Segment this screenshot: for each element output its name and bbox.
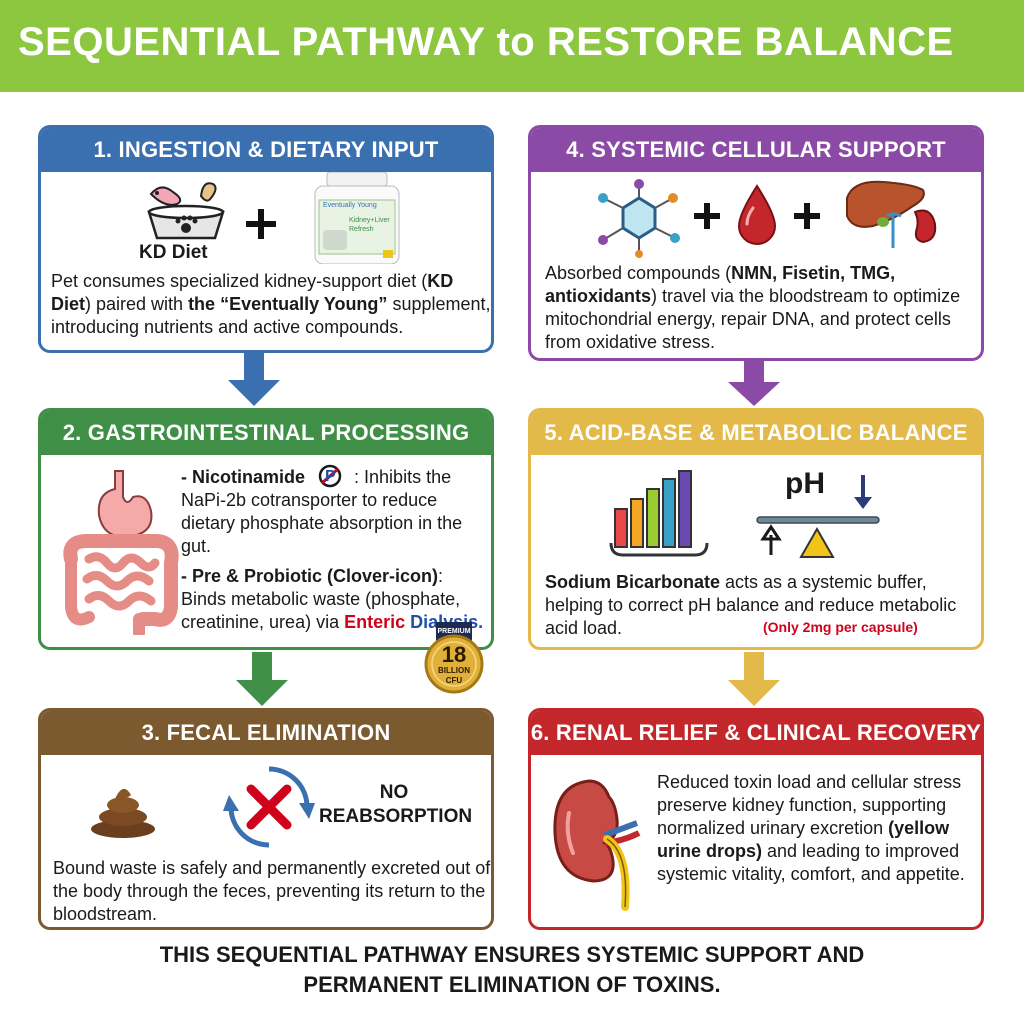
no-reabsorption-label: NO REABSORPTION — [319, 782, 473, 827]
bar-graph-icon — [609, 470, 709, 557]
step-6-heading: 6. RENAL RELIEF & CLINICAL RECOVERY — [531, 711, 981, 755]
footer-summary: THIS SEQUENTIAL PATHWAY ENSURES SYSTEMIC… — [159, 942, 865, 997]
title-banner: SEQUENTIAL PATHWAY to RESTORE BALANCE — [0, 0, 1024, 92]
premium-cfu-badge-icon: PREMIUM 18 BILLION CFU — [422, 622, 486, 694]
plus-icon — [794, 203, 820, 229]
arrow-down-step5-to-step6 — [728, 652, 780, 706]
step-1-description: Pet consumes specialized kidney-support … — [51, 271, 491, 337]
step-1-heading: 1. INGESTION & DIETARY INPUT — [41, 128, 491, 172]
kd-diet-label: KD Diet — [139, 242, 208, 263]
nicotinamide-description: - Nicotinamide P : Inhibits the NaPi-2b … — [181, 464, 463, 556]
step-2-card: 2. GASTROINTESTINAL PROCESSING - Nicotin… — [38, 408, 494, 650]
no-phosphate-icon: P — [310, 464, 354, 488]
capsule-note: (Only 2mg per capsule) — [763, 619, 918, 635]
step-6-card: 6. RENAL RELIEF & CLINICAL RECOVERY Redu… — [528, 708, 984, 930]
step-4-heading: 4. SYSTEMIC CELLULAR SUPPORT — [531, 128, 981, 172]
digestive-tract-icon — [63, 470, 179, 635]
step-5-description: Sodium Bicarbonate acts as a systemic bu… — [545, 572, 957, 638]
stool-icon — [91, 788, 155, 838]
page-title: SEQUENTIAL PATHWAY to RESTORE BALANCE — [18, 20, 954, 64]
supplement-bottle-icon: Eventually Young Kidney+Liver Refresh — [309, 172, 405, 264]
arrow-down-step4-to-step5 — [728, 360, 780, 406]
ph-balance-icon: pH — [753, 465, 883, 565]
molecule-icon — [598, 179, 680, 258]
step-2-heading: 2. GASTROINTESTINAL PROCESSING — [41, 411, 491, 455]
probiotic-description: - Pre & Probiotic (Clover-icon): Binds m… — [181, 566, 483, 632]
arrow-down-step2-to-step3 — [236, 652, 288, 706]
arrow-down-step1-to-step2 — [228, 352, 280, 406]
kidney-icon — [553, 779, 641, 911]
no-reabsorption-cycle-icon — [223, 766, 315, 848]
pet-food-bowl-icon — [147, 182, 225, 240]
step-1-card: 1. INGESTION & DIETARY INPUT KD Diet Eve — [38, 125, 494, 353]
step-3-card: 3. FECAL ELIMINATION NO REABSORPTION Bou… — [38, 708, 494, 930]
blood-drop-icon — [737, 184, 777, 245]
step-6-description: Reduced toxin load and cellular stress p… — [657, 772, 965, 884]
step-3-description: Bound waste is safely and permanently ex… — [53, 858, 491, 924]
step-4-description: Absorbed compounds (NMN, Fisetin, TMG, a… — [545, 263, 961, 352]
plus-icon — [246, 209, 276, 239]
step-4-card: 4. SYSTEMIC CELLULAR SUPPORT — [528, 125, 984, 361]
plus-icon — [694, 203, 720, 229]
liver-kidney-icon — [846, 180, 937, 248]
step-5-card: 5. ACID-BASE & METABOLIC BALANCE pH Sodi… — [528, 408, 984, 650]
step-5-heading: 5. ACID-BASE & METABOLIC BALANCE — [531, 411, 981, 455]
step-3-heading: 3. FECAL ELIMINATION — [41, 711, 491, 755]
